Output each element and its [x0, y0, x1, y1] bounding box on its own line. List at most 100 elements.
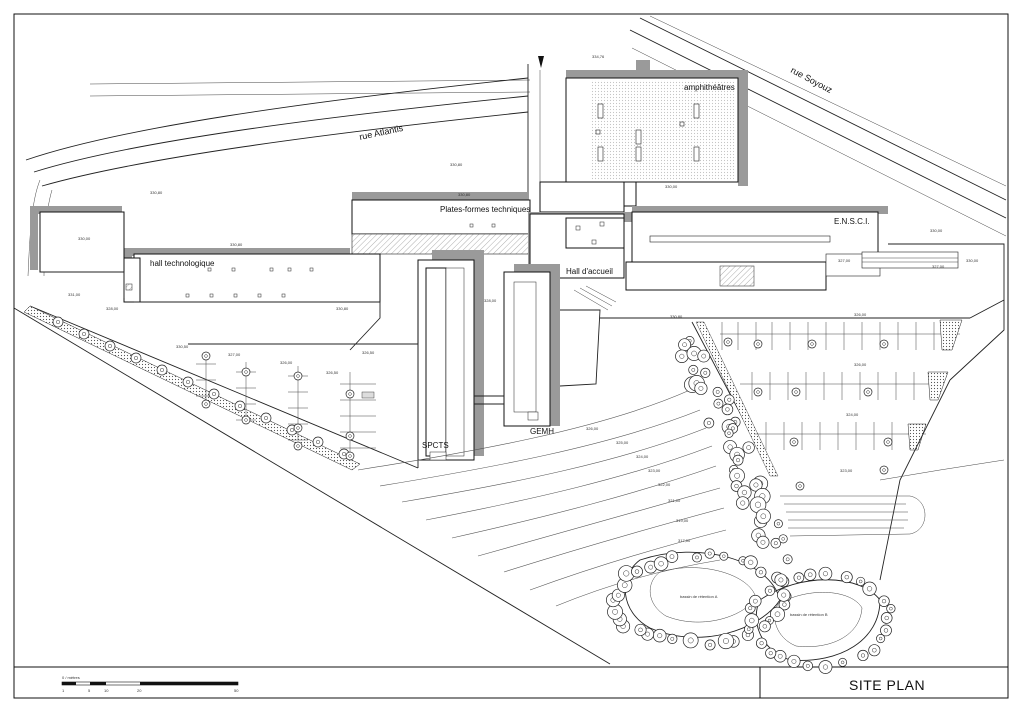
scale-tick-4: 50 [234, 688, 239, 693]
sheet-title: SITE PLAN [849, 677, 925, 693]
tree-icon [156, 364, 168, 376]
svg-text:330,80: 330,80 [450, 162, 463, 167]
tree-icon [756, 535, 770, 549]
tree-icon [703, 417, 715, 429]
scale-tick-2: 10 [104, 688, 109, 693]
tree-icon [692, 552, 702, 563]
svg-text:330,00: 330,00 [78, 236, 91, 241]
tree-icon [879, 339, 889, 349]
tree-icon [755, 508, 771, 524]
tree-icon [682, 632, 699, 649]
tree-icon [883, 437, 893, 447]
tree-icon [688, 364, 699, 375]
tree-icon [749, 594, 762, 608]
tree-icon [770, 537, 782, 549]
label-ensci: E.N.S.C.I. [834, 217, 870, 226]
tree-icon [777, 588, 791, 602]
tree-icon [653, 556, 669, 571]
label-amphitheatres: amphithéâtres [684, 83, 735, 92]
svg-text:334,76: 334,76 [592, 54, 605, 59]
tree-icon [782, 554, 793, 565]
tree-icon [789, 437, 799, 447]
trees [52, 316, 896, 674]
tree-icon [719, 551, 729, 561]
svg-text:326,00: 326,00 [280, 360, 293, 365]
tree-icon [717, 632, 734, 650]
tree-icon [721, 403, 734, 416]
tree-icon [863, 387, 873, 397]
tree-icon [130, 352, 142, 364]
tree-icon [787, 654, 801, 668]
svg-text:330,80: 330,80 [458, 192, 471, 197]
tree-icon [345, 431, 355, 441]
tree-icon [241, 367, 251, 377]
tree-icon [713, 398, 724, 409]
street-label-atlantis: rue Atlantis [358, 123, 404, 142]
tree-icon [856, 576, 866, 587]
tree-icon [260, 412, 272, 424]
tree-icon [724, 394, 735, 406]
contour-lines: 326,00 325,00 324,00 323,00 322,00 321,0… [13, 307, 727, 665]
scale-tick-0: 1 [62, 688, 65, 693]
tree-icon [704, 639, 716, 651]
tree-icon [807, 339, 817, 349]
svg-text:324,00: 324,00 [636, 454, 649, 459]
tree-icon [879, 465, 889, 475]
tree-icon [749, 478, 763, 492]
svg-text:326,00: 326,00 [854, 312, 867, 317]
tree-icon [345, 389, 355, 399]
scale-tick-3: 20 [137, 688, 142, 693]
svg-text:328,00: 328,00 [106, 306, 119, 311]
tree-icon [758, 620, 771, 633]
svg-text:323,00: 323,00 [648, 468, 661, 473]
tree-icon [753, 339, 763, 349]
tree-icon [868, 644, 881, 657]
tree-icon [862, 581, 877, 596]
label-plates-formes: Plates-formes techniques [440, 205, 530, 214]
tree-icon [312, 436, 324, 448]
svg-text:323,00: 323,00 [840, 468, 853, 473]
svg-text:330,80: 330,80 [670, 314, 683, 319]
svg-text:331,00: 331,00 [68, 292, 81, 297]
svg-text:328,00: 328,00 [484, 298, 497, 303]
svg-text:322,00: 322,00 [658, 482, 671, 487]
svg-text:326,00: 326,00 [854, 362, 867, 367]
tree-icon [774, 573, 788, 587]
tree-icon [876, 634, 886, 644]
tree-icon [886, 604, 896, 614]
scale-tick-1: 5 [88, 688, 91, 693]
svg-text:330,80: 330,80 [150, 190, 163, 195]
svg-text:327,00: 327,00 [932, 264, 945, 269]
tree-icon [104, 340, 116, 352]
tree-icon [201, 399, 211, 409]
svg-text:330,00: 330,00 [966, 258, 979, 263]
tree-icon [804, 568, 817, 581]
sheet-frame [13, 13, 1009, 699]
tree-icon [634, 623, 647, 636]
svg-text:325,00: 325,00 [616, 440, 629, 445]
svg-text:326,50: 326,50 [326, 370, 339, 375]
tree-icon [765, 647, 777, 659]
tree-icon [743, 555, 758, 570]
building-west-block: 330,00 331,00 328,00 [30, 206, 125, 311]
label-hall-technologique: hall technologique [150, 259, 215, 268]
building-spcts: SPCTS [417, 250, 484, 461]
building-gemh: GEMH [474, 264, 601, 436]
basin-a-label: bassin de rétention A [680, 594, 718, 599]
tree-icon [704, 548, 715, 559]
tree-icon [631, 565, 643, 578]
svg-text:319,00: 319,00 [676, 518, 689, 523]
svg-text:324,00: 324,00 [846, 412, 859, 417]
scale-caption: 0 / mètres [62, 675, 80, 680]
tree-icon [293, 441, 303, 451]
tree-icon [818, 566, 833, 581]
tree-icon [818, 660, 833, 674]
tree-icon [697, 349, 711, 363]
tree-icon [742, 441, 755, 454]
tree-icon [880, 624, 892, 637]
tree-icon [712, 386, 723, 397]
svg-text:327,00: 327,00 [228, 352, 241, 357]
street-label-soyouz: rue Soyouz [789, 65, 834, 95]
tree-icon [764, 585, 776, 596]
